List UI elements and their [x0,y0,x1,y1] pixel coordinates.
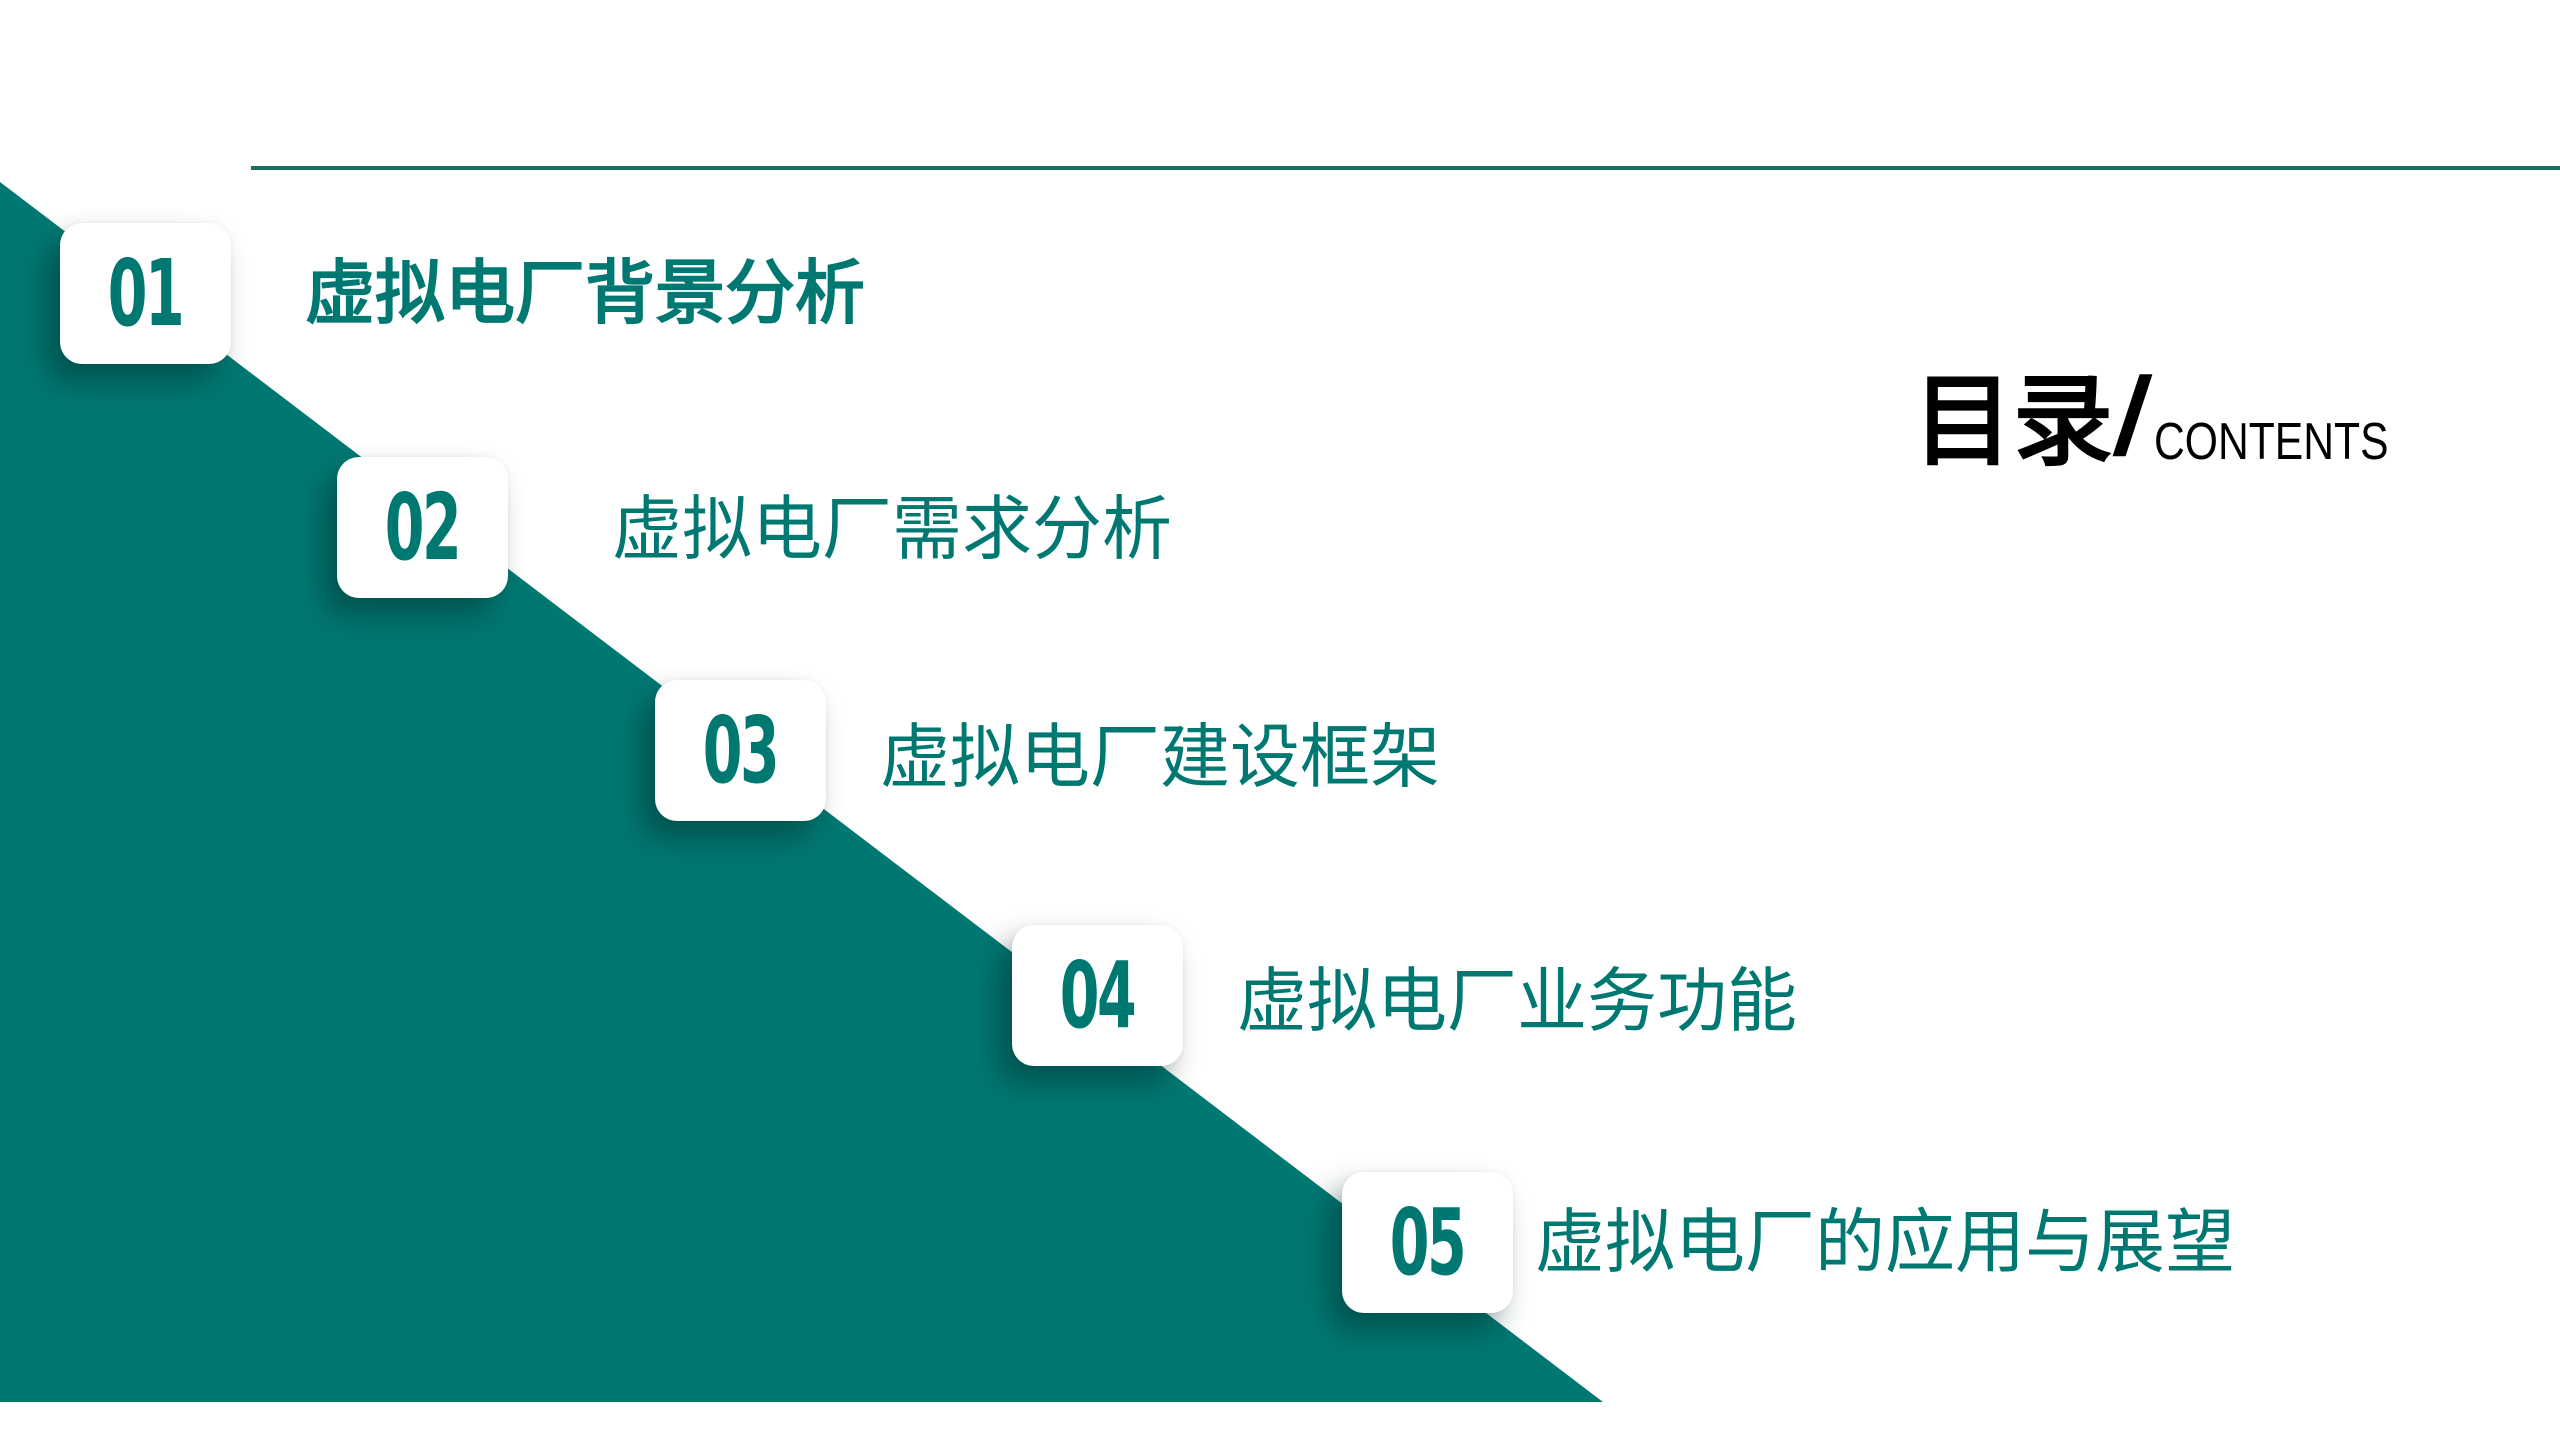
item-number-box-04[interactable]: 04 [1012,925,1183,1066]
item-title-01[interactable]: 虚拟电厂背景分析 [305,252,865,334]
heading-zh: 目录 [1913,363,2113,480]
heading-slash: / [2108,355,2157,478]
heading-en: CONTENTS [2153,413,2389,471]
item-title-04[interactable]: 虚拟电厂业务功能 [1237,960,1797,1042]
item-number-box-02[interactable]: 02 [337,457,508,598]
item-number: 04 [1060,941,1137,1049]
item-number-box-01[interactable]: 01 [60,223,231,364]
item-title-02[interactable]: 虚拟电厂需求分析 [612,488,1172,570]
item-number: 03 [703,696,780,804]
item-number-box-03[interactable]: 03 [655,680,826,821]
top-divider-line [251,166,2560,170]
contents-heading: 目录 / CONTENTS [1913,355,2440,480]
item-number-box-05[interactable]: 05 [1342,1172,1513,1313]
item-number: 05 [1390,1188,1467,1296]
item-title-05[interactable]: 虚拟电厂的应用与展望 [1535,1201,2235,1283]
item-number: 02 [385,473,462,581]
item-number: 01 [108,239,185,347]
item-title-03[interactable]: 虚拟电厂建设框架 [880,716,1440,798]
